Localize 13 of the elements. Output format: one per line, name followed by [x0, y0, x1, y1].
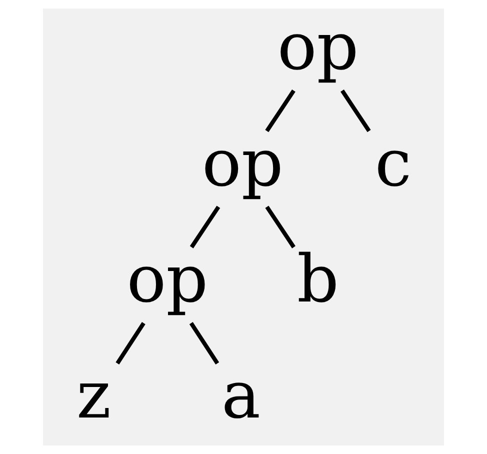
- node-text: op: [202, 125, 284, 202]
- connector: [265, 206, 296, 248]
- connector: [190, 206, 220, 248]
- node-text: b: [297, 241, 339, 318]
- node-text: op: [277, 9, 359, 86]
- connector: [265, 90, 296, 132]
- node-text: op: [126, 241, 208, 318]
- node-text: c: [374, 125, 412, 202]
- node-text: z: [76, 358, 111, 434]
- connector: [340, 90, 371, 132]
- node-text: a: [222, 358, 261, 434]
- connector: [189, 322, 220, 365]
- connector: [116, 322, 146, 364]
